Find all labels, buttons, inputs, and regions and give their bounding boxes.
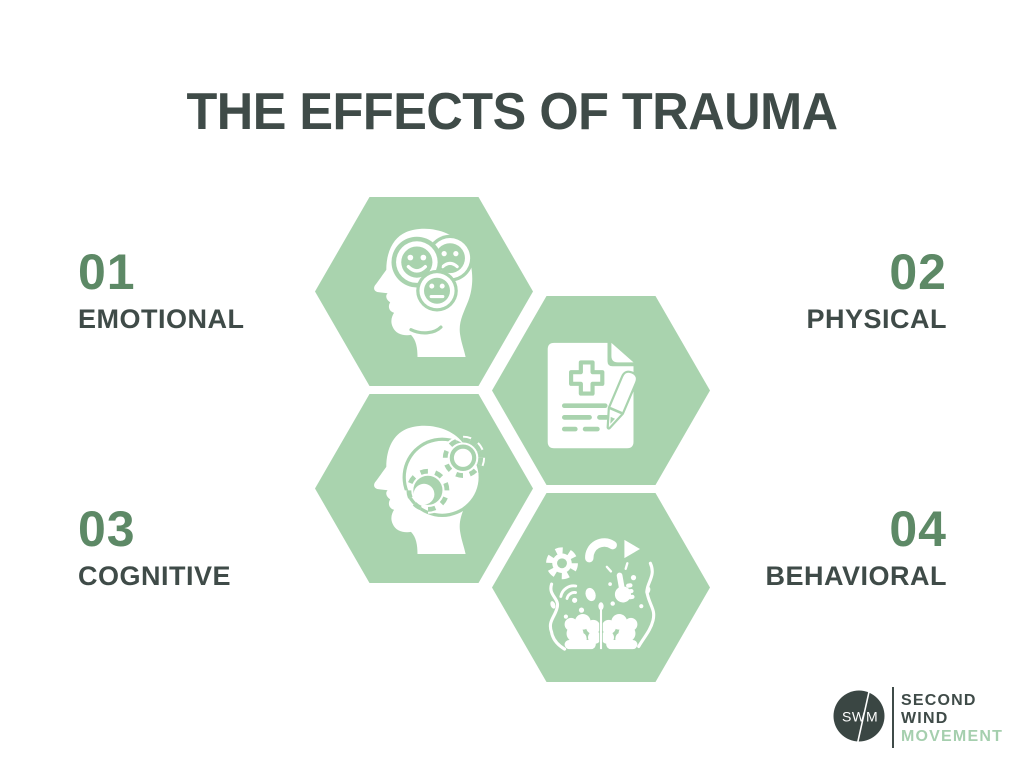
- item-number: 04: [889, 501, 947, 557]
- logo-circle: [833, 690, 885, 742]
- medical-report-icon: [547, 342, 639, 448]
- item-label: BEHAVIORAL: [765, 561, 947, 591]
- logo-slash: [855, 682, 872, 751]
- logo-name-line2: WIND: [901, 710, 948, 727]
- item-label: EMOTIONAL: [78, 304, 245, 334]
- hexagon-physical: [492, 296, 710, 485]
- monogram-right: M: [866, 709, 878, 725]
- brain-activity-icon: [546, 537, 656, 651]
- logo-name-line1: SECOND: [901, 692, 977, 709]
- item-number: 01: [78, 244, 136, 300]
- item-physical: 02 PHYSICAL: [806, 247, 947, 333]
- head-gears-icon: [374, 425, 486, 554]
- item-cognitive: 03 COGNITIVE: [78, 504, 231, 590]
- hexagon-cognitive: [315, 394, 533, 583]
- monogram-left: SW: [842, 709, 866, 725]
- item-behavioral: 04 BEHAVIORAL: [765, 504, 947, 590]
- swm-logo-icon: SW M SECOND WIND MOVEMENT: [833, 682, 1003, 751]
- head-emotions-icon: [374, 228, 474, 357]
- hexagon-emotional: [315, 197, 533, 386]
- logo-divider: [892, 687, 894, 748]
- logo-name-line3: MOVEMENT: [901, 728, 1003, 745]
- item-number: 03: [78, 501, 136, 557]
- item-label: PHYSICAL: [806, 304, 947, 334]
- hexagon-behavioral: [492, 493, 710, 682]
- item-number: 02: [889, 244, 947, 300]
- second-wind-movement-logo: SW M SECOND WIND MOVEMENT: [825, 678, 1020, 763]
- page-title: THE EFFECTS OF TRAUMA: [186, 83, 838, 141]
- item-label: COGNITIVE: [78, 561, 232, 591]
- item-emotional: 01 EMOTIONAL: [78, 247, 245, 333]
